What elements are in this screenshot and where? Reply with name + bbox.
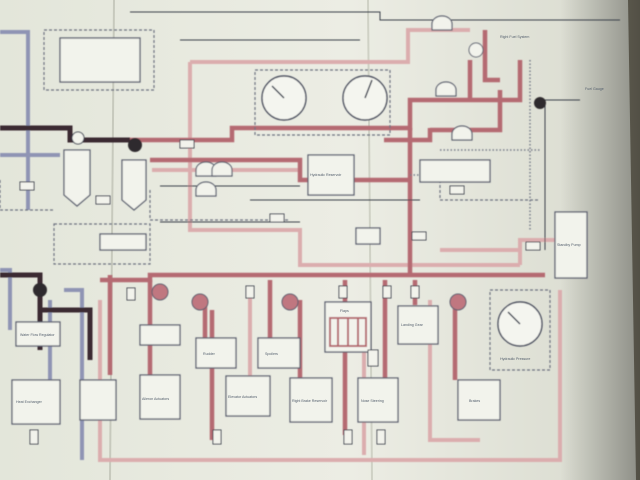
label-elevator-actuators: Elevator Actuators — [228, 395, 257, 399]
box-heat-exchanger — [11, 379, 61, 425]
box-standby-pump — [554, 211, 588, 279]
flaps-internals — [329, 317, 367, 347]
box-spoilers — [257, 337, 301, 369]
box-relay — [419, 159, 491, 183]
label-spoilers: Spoilers — [265, 352, 278, 356]
label-nose-steering: Nose Steering — [361, 399, 384, 403]
label-rudder: Rudder — [203, 352, 216, 356]
label-hydraulic-pressure: Hydraulic Pressure — [500, 357, 530, 361]
box-brakes — [457, 379, 501, 421]
box-selector — [99, 233, 147, 251]
label-flaps: Flaps — [340, 309, 349, 313]
component-boxes — [11, 37, 588, 425]
ball-valves — [151, 42, 484, 311]
box-rudder — [195, 337, 237, 369]
box-filter-left — [79, 379, 117, 421]
label-brakes: Brakes — [469, 399, 480, 403]
box-landing-gear — [397, 305, 439, 345]
box-filter-b — [139, 324, 181, 346]
label-heat-exchanger: Heat Exchanger — [16, 400, 43, 404]
accumulator-1 — [63, 149, 91, 207]
label-right-brake-reservoir: Right Brake Reservoir — [292, 399, 328, 403]
box-upper-left — [59, 37, 141, 83]
box-right-brake-reservoir — [289, 377, 333, 423]
dashed-enclosures — [0, 29, 551, 371]
box-hydraulic-reservoir — [307, 154, 355, 196]
label-top-right: Right Fuel System — [500, 35, 529, 39]
box-valve-a — [355, 227, 381, 245]
label-water-flow-regulator: Water Flow Regulator — [20, 333, 55, 337]
label-landing-gear: Landing Gear — [401, 323, 424, 327]
box-elevator-actuators — [225, 375, 271, 417]
printed-labels: Right Fuel System Fuel Gauge Water Flow … — [16, 35, 604, 404]
accumulator-2 — [121, 159, 147, 211]
box-aileron-actuators — [139, 374, 181, 420]
label-standby-pump: Standby Pump — [557, 243, 581, 247]
pumps — [195, 15, 473, 197]
label-aileron-actuators: Aileron Actuators — [142, 397, 169, 401]
dark-valves — [33, 97, 546, 297]
box-water-flow-regulator — [15, 321, 61, 347]
check-valves — [19, 139, 541, 445]
label-fuel-gauge: Fuel Gauge — [585, 87, 604, 91]
box-nose-steering — [357, 377, 399, 423]
label-hydraulic-reservoir: Hydraulic Reservoir — [310, 173, 342, 177]
